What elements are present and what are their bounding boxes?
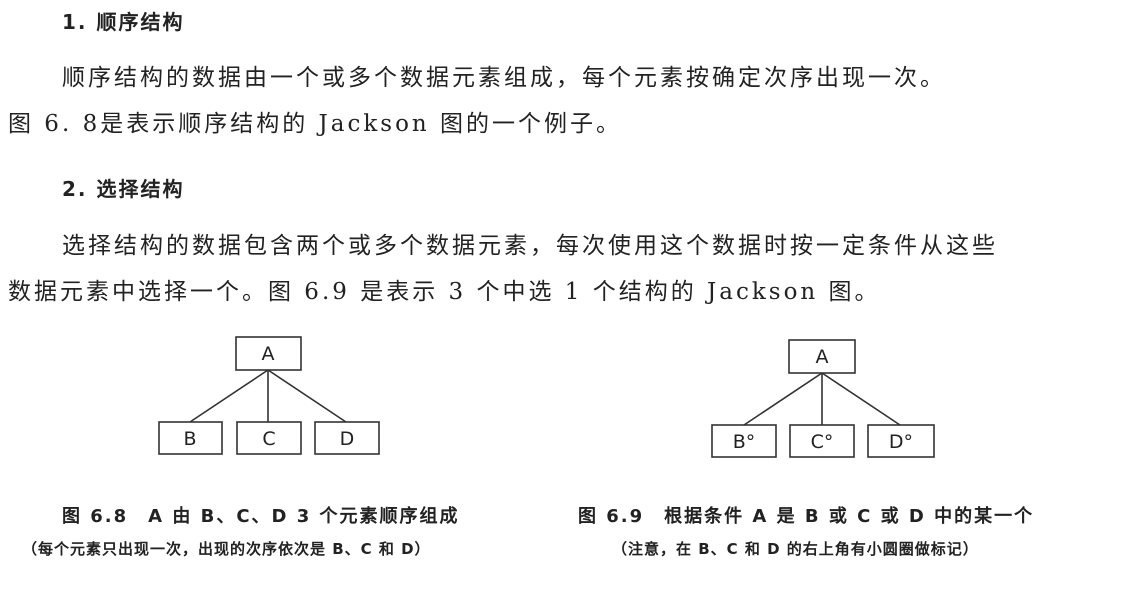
- figure-6-8-caption: 图 6.8 A 由 B、C、D 3 个元素顺序组成: [62, 506, 460, 527]
- fig-6-9-root-label: A: [816, 346, 829, 368]
- figure-6-9-caption: 图 6.9 根据条件 A 是 B 或 C 或 D 中的某一个: [578, 506, 1035, 527]
- fig-6-9-child-label-d: D°: [889, 431, 913, 453]
- fig-6-8-node-d: D: [314, 421, 380, 455]
- fig-6-9-node-d: D°: [867, 424, 935, 458]
- section-2-paragraph-line-1: 选择结构的数据包含两个或多个数据元素，每次使用这个数据时按一定条件从这些: [62, 233, 998, 259]
- fig-6-9-child-label-b: B°: [733, 431, 756, 453]
- fig-6-9-connectors: [743, 372, 901, 426]
- fig-6-8-node-c: C: [236, 421, 302, 455]
- fig-6-8-root-label: A: [262, 343, 275, 365]
- section-1-heading: 1. 顺序结构: [62, 10, 185, 34]
- fig-6-9-child-label-c: C°: [811, 431, 834, 453]
- section-2-paragraph-line-2: 数据元素中选择一个。图 6.9 是表示 3 个中选 1 个结构的 Jackson…: [8, 279, 881, 305]
- fig-6-8-child-label-b: B: [183, 428, 196, 450]
- fig-6-8-edge-a-b: [189, 369, 269, 423]
- fig-6-8-child-label-c: C: [262, 428, 275, 450]
- fig-6-9-node-root: A: [788, 339, 856, 374]
- fig-6-9-edge-a-d: [821, 372, 901, 426]
- section-1-paragraph-line-1: 顺序结构的数据由一个或多个数据元素组成，每个元素按确定次序出现一次。: [62, 65, 946, 91]
- fig-6-8-node-b: B: [158, 421, 223, 455]
- fig-6-8-node-root: A: [235, 336, 302, 371]
- figure-6-9-note: （注意，在 B、C 和 D 的右上角有小圆圈做标记）: [612, 540, 979, 558]
- fig-6-8-connectors: [189, 369, 347, 423]
- fig-6-8-edge-a-d: [267, 369, 347, 423]
- section-2-heading: 2. 选择结构: [62, 177, 185, 201]
- fig-6-9-node-b: B°: [711, 424, 777, 458]
- figure-6-8-note: （每个元素只出现一次，出现的次序依次是 B、C 和 D）: [22, 540, 431, 558]
- fig-6-9-edge-a-b: [743, 372, 823, 426]
- fig-6-9-node-c: C°: [789, 424, 855, 458]
- fig-6-8-child-label-d: D: [340, 428, 355, 450]
- section-1-paragraph-line-2: 图 6. 8是表示顺序结构的 Jackson 图的一个例子。: [8, 111, 623, 137]
